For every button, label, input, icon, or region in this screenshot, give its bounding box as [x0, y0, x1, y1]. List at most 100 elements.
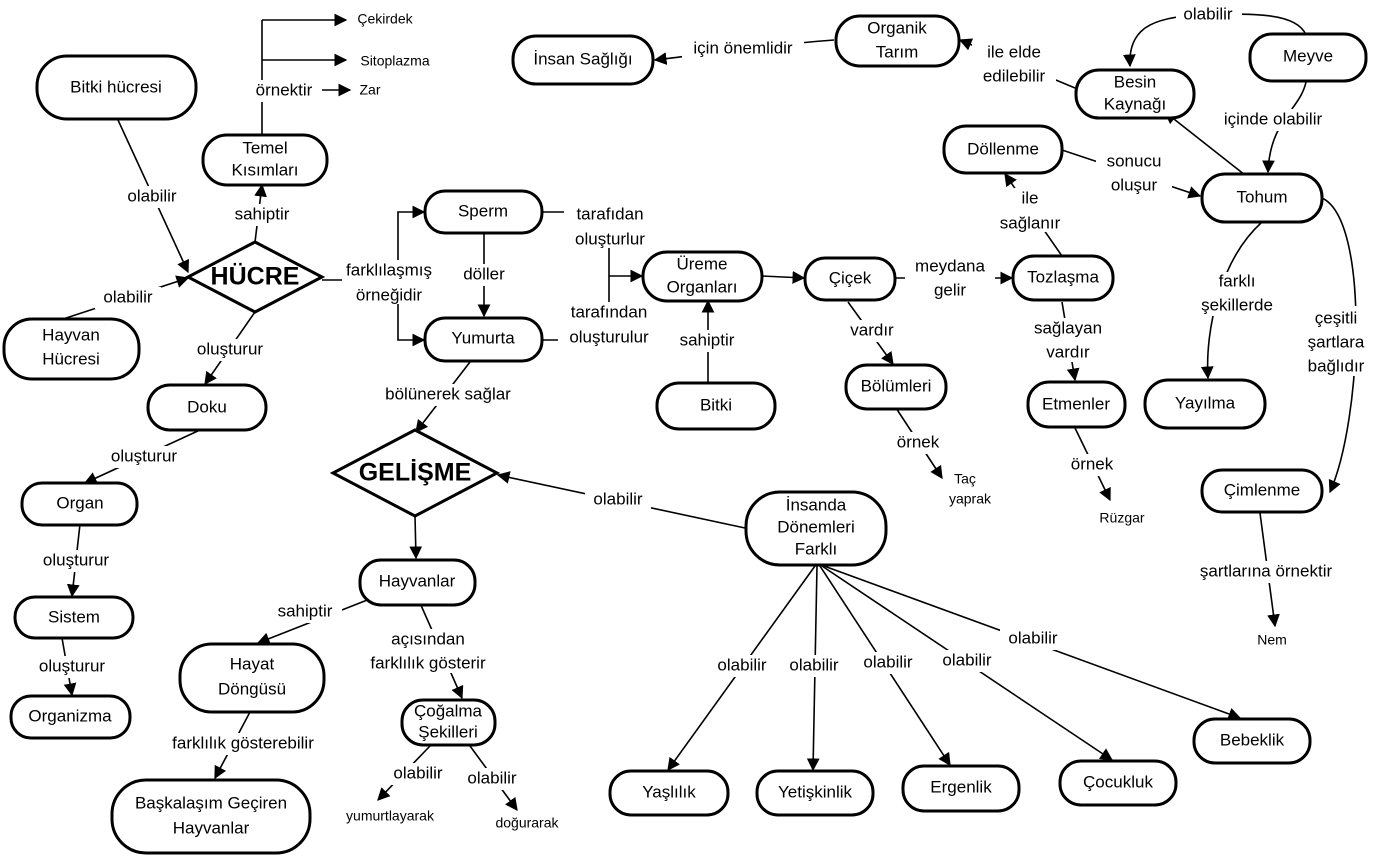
node-bebeklik[interactable]: Bebeklik [1192, 717, 1312, 765]
link-label-doller: döller [463, 264, 505, 283]
link-labels: olabilir olabilir sahiptir örnektir oluş… [30, 4, 1374, 790]
leaf-tac: Taç [954, 471, 976, 487]
node-yaslilik-label: Yaşlılık [642, 782, 696, 801]
node-meyve[interactable]: Meyve [1248, 32, 1368, 83]
node-organizma[interactable]: Organizma [9, 694, 132, 740]
node-bebeklik-label: Bebeklik [1220, 730, 1285, 749]
link-label-farklilasmis: farklılaşmış [346, 260, 432, 279]
node-hucre-label: HÜCRE [211, 262, 300, 291]
link-label-olabilir: olabilir [1008, 628, 1057, 647]
node-yayilma[interactable]: Yayılma [1143, 378, 1267, 430]
node-insanda[interactable]: İnsanda Dönemleri Farklı [744, 490, 888, 567]
link-label-sekillerde: şekillerde [1201, 295, 1273, 314]
node-yumurta[interactable]: Yumurta [423, 316, 544, 363]
node-sistem[interactable]: Sistem [13, 595, 135, 640]
link-label-olabilir: olabilir [593, 489, 642, 508]
node-insanda-label-2: Dönemleri [777, 517, 854, 536]
node-besin-label-1: Besin [1114, 72, 1157, 91]
link-label-ile: ile [1021, 188, 1038, 207]
node-organizma-label: Organizma [28, 706, 112, 725]
node-bolumleri-label: Bölümleri [861, 376, 932, 395]
link-label-olusturur: oluşturur [111, 446, 177, 465]
link-label-cesitli: çeşitli [1315, 308, 1358, 327]
node-etmenler[interactable]: Etmenler [1026, 380, 1127, 429]
node-hayvan-hucresi-label-1: Hayvan [42, 325, 100, 344]
link-label-tarafindan: tarafından [571, 302, 648, 321]
node-cogalma[interactable]: Çoğalma Şekilleri [400, 698, 497, 747]
link-label-sahiptir: sahiptir [278, 601, 333, 620]
node-hayat-dongusu[interactable]: Hayat Döngüsü [178, 642, 326, 714]
link-label-gelir: gelir [934, 280, 966, 299]
node-hayat-label-2: Döngüsü [218, 679, 286, 698]
node-yetiskinlik[interactable]: Yetişkinlik [755, 769, 875, 817]
node-bitki-hucresi[interactable]: Bitki hücresi [35, 54, 198, 121]
node-sperm[interactable]: Sperm [423, 189, 544, 235]
link-label-olusturur: oluşturur [43, 550, 109, 569]
node-baskalasim[interactable]: Başkalaşım Geçiren Hayvanlar [110, 778, 312, 855]
link-label-sahiptir: sahiptir [235, 204, 290, 223]
leaf-zar: Zar [360, 82, 381, 98]
link-label-sahiptir: sahiptir [680, 330, 735, 349]
node-besin-kaynagi[interactable]: Besin Kaynağı [1074, 68, 1196, 120]
node-hayvanlar-label: Hayvanlar [379, 571, 456, 590]
link-label-olabilir: olabilir [103, 287, 152, 306]
link-label-olabilir: olabilir [467, 768, 516, 787]
node-bitki[interactable]: Bitki [655, 381, 777, 431]
node-insanda-label-3: Farklı [795, 539, 838, 558]
leaf-dogurarak: doğurarak [495, 815, 559, 831]
node-temel-label-1: Temel [242, 138, 287, 157]
leaf-sitoplazma: Sitoplazma [360, 53, 429, 69]
node-cogalma-label-1: Çoğalma [414, 701, 483, 720]
link-label-olusturulur: oluşturulur [569, 327, 649, 346]
node-tozlasma-label: Tozlaşma [1027, 267, 1099, 286]
node-dollenme-label: Döllenme [967, 139, 1039, 158]
node-cocukluk[interactable]: Çocukluk [1058, 759, 1178, 807]
leaf-ruzgar: Rüzgar [1099, 510, 1144, 526]
node-tozlasma[interactable]: Tozlaşma [1011, 254, 1115, 302]
node-cicek[interactable]: Çiçek [803, 256, 897, 302]
link-label-bolunerek: bölünerek sağlar [385, 384, 511, 403]
link-label-olabilir: olabilir [1183, 4, 1232, 23]
node-tohum[interactable]: Tohum [1200, 172, 1324, 224]
node-hayvanlar[interactable]: Hayvanlar [358, 558, 477, 607]
node-organ[interactable]: Organ [20, 481, 139, 527]
edge-to-sperm [397, 205, 426, 280]
link-label-saglanir: sağlanır [1000, 213, 1061, 232]
node-hayvan-hucresi-label-2: Hücresi [42, 349, 100, 368]
node-organik-label-2: Tarım [876, 42, 919, 61]
link-label-olusur: oluşur [1111, 175, 1158, 194]
link-label-vardir: vardır [1046, 342, 1090, 361]
node-etmenler-label: Etmenler [1042, 394, 1110, 413]
link-label-vardir: vardır [850, 320, 894, 339]
link-label-olabilir: olabilir [942, 650, 991, 669]
link-label-saglayan: sağlayan [1034, 318, 1102, 337]
leaf-cekirdek: Çekirdek [357, 11, 413, 27]
link-label-edilebilir: edilebilir [983, 66, 1046, 85]
leaf-yaprak: yaprak [949, 491, 992, 507]
node-organik-tarim[interactable]: Organik Tarım [834, 14, 961, 68]
node-doku-label: Doku [187, 397, 227, 416]
node-doku[interactable]: Doku [146, 383, 268, 432]
node-yayilma-label: Yayılma [1175, 393, 1236, 412]
node-ergenlik-label: Ergenlik [930, 777, 992, 796]
link-label-olabilir: olabilir [789, 655, 838, 674]
node-baskalasim-label-2: Hayvanlar [173, 818, 250, 837]
node-hucre[interactable]: HÜCRE [184, 240, 326, 314]
node-insan-sagligi[interactable]: İnsan Sağlığı [511, 34, 655, 86]
link-label-baglidir: bağlıdır [1308, 356, 1365, 375]
node-ureme-label-1: Üreme [676, 254, 727, 273]
node-ureme-organlari[interactable]: Üreme Organları [641, 250, 764, 303]
node-ureme-label-2: Organları [667, 277, 738, 296]
node-yetiskinlik-label: Yetişkinlik [778, 782, 853, 801]
node-temel-kisimlari[interactable]: Temel Kısımları [201, 133, 329, 187]
node-ergenlik[interactable]: Ergenlik [901, 764, 1021, 813]
node-hayvan-hucresi[interactable]: Hayvan Hücresi [2, 317, 141, 381]
node-yaslilik[interactable]: Yaşlılık [608, 769, 730, 817]
node-sistem-label: Sistem [48, 607, 100, 626]
node-cimlenme[interactable]: Çimlenme [1200, 468, 1324, 514]
node-dollenme[interactable]: Döllenme [942, 124, 1064, 175]
node-gelisme[interactable]: GELİŞME [329, 428, 501, 518]
node-bolumleri[interactable]: Bölümleri [844, 363, 948, 411]
link-label-icinde-olabilir: içinde olabilir [1224, 109, 1323, 128]
link-label-olabilir: olabilir [717, 655, 766, 674]
